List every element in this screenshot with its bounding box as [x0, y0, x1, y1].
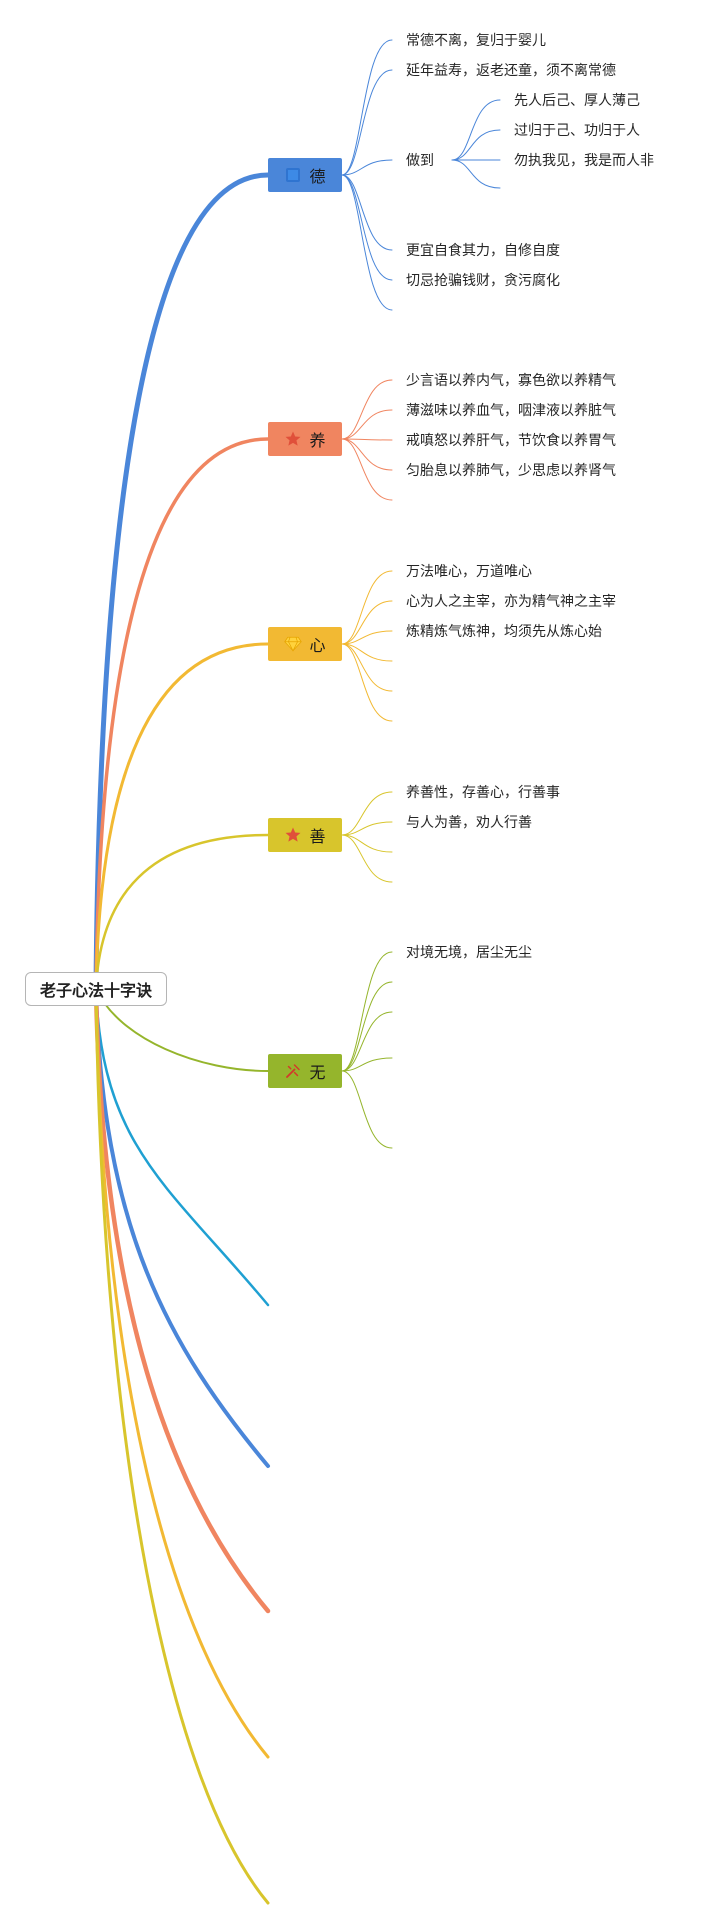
branch-connector-de [93, 172, 271, 992]
diamond-icon [284, 635, 303, 653]
empty-branch-connector [94, 987, 270, 1905]
leaf-connector-de [341, 174, 393, 251]
branch-yang[interactable]: 养 [268, 422, 342, 456]
leaf-connector-yang [341, 438, 393, 471]
leaf-yang-1[interactable]: 少言语以养内气，寡色欲以养精气 [406, 373, 616, 389]
blue-square-icon [284, 166, 302, 184]
tools-icon [284, 1062, 302, 1080]
leaf-xin-1[interactable]: 万法唯心，万道唯心 [406, 564, 532, 580]
subleaf-connector-de [451, 129, 501, 161]
leaf-de-4[interactable]: 更宜自食其力，自修自度 [406, 243, 560, 259]
leaf-connector-xin [341, 643, 393, 722]
leaf-connector-de [341, 174, 393, 281]
leaf-connector-xin [341, 643, 393, 692]
branch-connector-yang [94, 437, 270, 991]
leaf-xin-2[interactable]: 心为人之主宰，亦为精气神之主宰 [406, 594, 616, 610]
leaf-shan-2[interactable]: 与人为善，劝人行善 [406, 815, 532, 831]
leaf-de-2[interactable]: 延年益寿，返老还童，须不离常德 [406, 63, 616, 79]
leaf-connector-de [341, 159, 393, 176]
leaf-de-5[interactable]: 切忌抢骗钱财，贪污腐化 [406, 273, 560, 289]
subleaf-connector-de [451, 99, 501, 161]
branch-xin[interactable]: 心 [268, 627, 342, 661]
leaf-connector-wu [341, 1070, 393, 1149]
leaf-connector-yang [341, 379, 393, 440]
leaf-yang-4[interactable]: 匀胎息以养肺气，少思虑以养肾气 [406, 463, 616, 479]
connector-lines [93, 39, 501, 1905]
subleaf-de-2[interactable]: 过归于己、功归于人 [514, 123, 640, 139]
leaf-connector-xin [341, 570, 393, 645]
branch-shan-label: 善 [309, 827, 326, 846]
branch-connector-xin [94, 642, 270, 991]
leaf-yang-3[interactable]: 戒嗔怒以养肝气，节饮食以养胃气 [406, 433, 616, 449]
empty-branch-connector [93, 986, 271, 1614]
empty-branch-connector [94, 987, 270, 1307]
empty-branch-connector [94, 987, 270, 1759]
star-icon [284, 826, 302, 844]
leaf-connector-yang [341, 438, 393, 441]
branch-de[interactable]: 德 [268, 158, 342, 192]
leaf-connector-wu [341, 1011, 393, 1072]
leaf-connector-de [341, 39, 393, 176]
branch-shan[interactable]: 善 [268, 818, 342, 852]
leaf-connector-shan [341, 834, 393, 853]
leaf-wu-1[interactable]: 对境无境，居尘无尘 [406, 945, 532, 961]
leaf-connector-de [341, 174, 393, 311]
branch-connector-shan [94, 833, 270, 991]
leaf-de-1[interactable]: 常德不离，复归于婴儿 [406, 33, 546, 49]
subleaf-de-3[interactable]: 勿执我见，我是而人非 [514, 153, 654, 169]
root-topic[interactable]: 老子心法十字诀 [25, 972, 167, 1006]
leaf-connector-xin [341, 630, 393, 645]
leaf-connector-wu [341, 1057, 393, 1072]
empty-branch-connector [94, 987, 270, 1468]
leaf-connector-yang [341, 409, 393, 440]
leaf-connector-wu [341, 981, 393, 1072]
leaf-connector-wu [341, 951, 393, 1072]
subleaf-de-1[interactable]: 先人后己、厚人薄己 [514, 93, 640, 109]
leaf-connector-shan [341, 791, 393, 836]
leaf-connector-shan [341, 834, 393, 883]
leaf-xin-3[interactable]: 炼精炼气炼神，均须先从炼心始 [406, 624, 602, 640]
leaf-connector-xin [341, 600, 393, 645]
leaf-shan-1[interactable]: 养善性，存善心，行善事 [406, 785, 560, 801]
leaf-connector-yang [341, 438, 393, 501]
star-icon [284, 430, 302, 448]
leaf-connector-shan [341, 821, 393, 836]
branch-wu-label: 无 [309, 1063, 326, 1082]
leaf-connector-xin [341, 643, 393, 662]
leaf-yang-2[interactable]: 薄滋味以养血气，咽津液以养脏气 [406, 403, 616, 419]
root-topic-label: 老子心法十字诀 [39, 981, 152, 1000]
leaf-connector-de [341, 69, 393, 176]
branch-de-label: 德 [309, 167, 326, 186]
branch-wu[interactable]: 无 [268, 1054, 342, 1088]
subleaf-connector-de [451, 159, 501, 189]
branch-xin-label: 心 [309, 636, 326, 655]
leaf-de-zuodao[interactable]: 做到 [406, 153, 434, 169]
branch-connector-wu [95, 988, 269, 1072]
branch-yang-label: 养 [309, 431, 326, 450]
